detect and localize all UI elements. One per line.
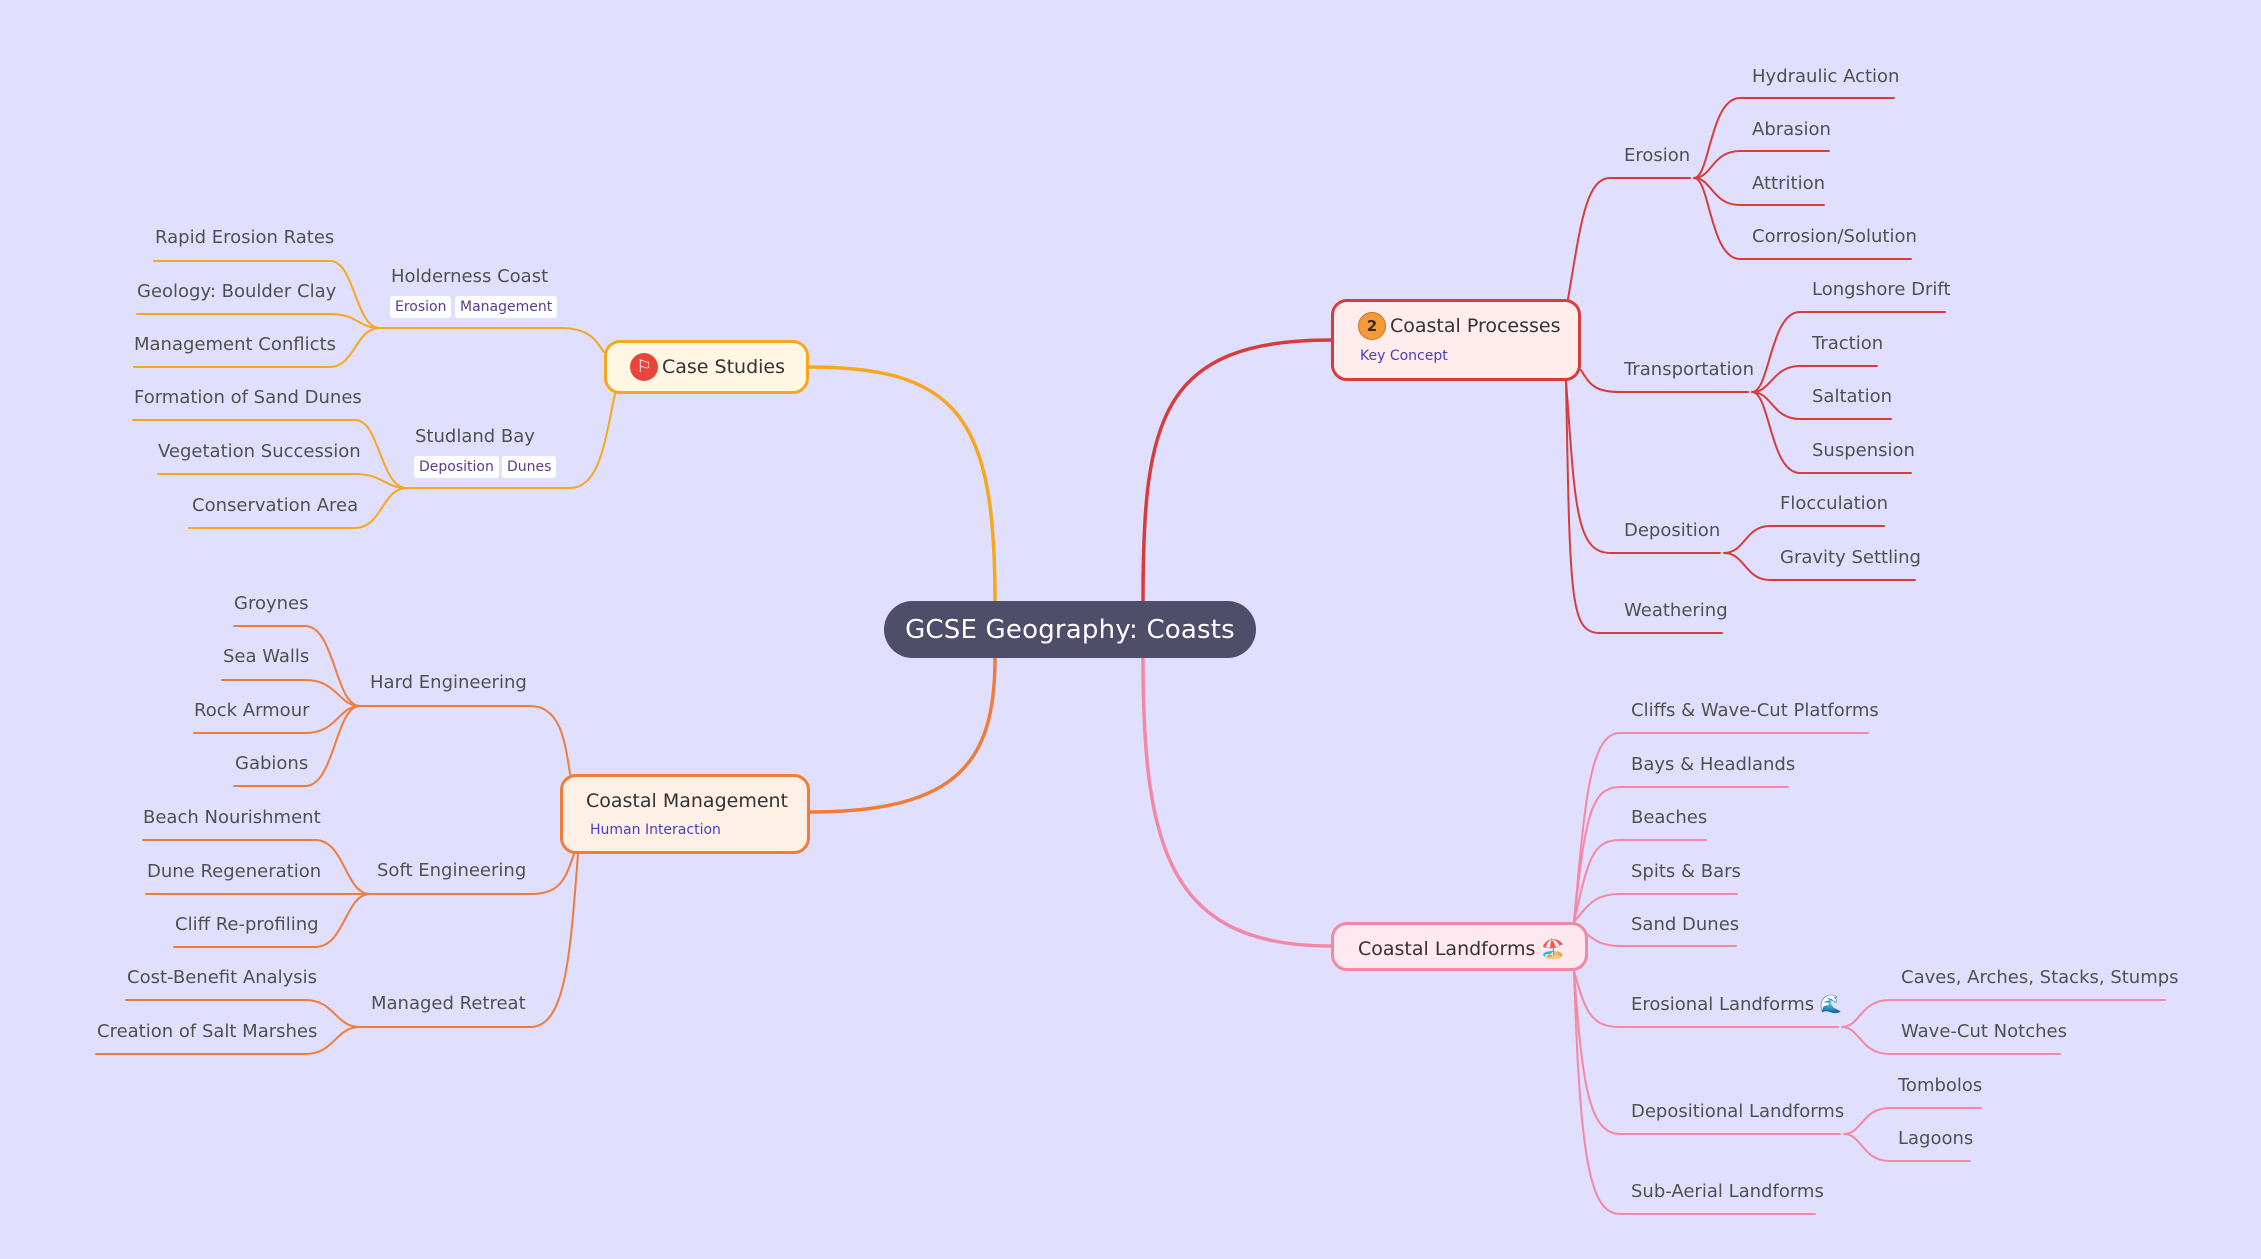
root-title: GCSE Geography: Coasts	[905, 614, 1235, 645]
leaf-sand-dune-formation[interactable]: Formation of Sand Dunes	[134, 387, 362, 408]
subtopic-holderness[interactable]: Holderness Coast	[391, 266, 549, 287]
leaf-beaches[interactable]: Beaches	[1631, 807, 1708, 828]
leaf-sand-dunes[interactable]: Sand Dunes	[1631, 914, 1740, 935]
leaf-corrosion[interactable]: Corrosion/Solution	[1752, 226, 1917, 247]
topic-coastal-processes[interactable]: 2 Coastal Processes Key Concept	[1331, 299, 1581, 381]
subtopic-soft-engineering[interactable]: Soft Engineering	[377, 860, 527, 881]
leaf-dune-regeneration[interactable]: Dune Regeneration	[147, 861, 322, 882]
leaf-cliff-reprofiling[interactable]: Cliff Re-profiling	[175, 914, 319, 935]
leaf-beach-nourishment[interactable]: Beach Nourishment	[143, 807, 321, 828]
leaf-longshore-drift[interactable]: Longshore Drift	[1812, 279, 1951, 300]
leaf-rapid-erosion[interactable]: Rapid Erosion Rates	[155, 227, 335, 248]
leaf-wave-cut-notches[interactable]: Wave-Cut Notches	[1901, 1021, 2067, 1042]
tag-management: Management	[455, 296, 558, 318]
topic-title: Coastal Processes	[1390, 315, 1561, 337]
link-root-landforms	[1141, 656, 1333, 948]
leaf-spits-bars[interactable]: Spits & Bars	[1631, 861, 1741, 882]
tag-erosion: Erosion	[390, 296, 452, 318]
leaf-hydraulic-action[interactable]: Hydraulic Action	[1752, 66, 1900, 87]
subtopic-erosion[interactable]: Erosion	[1624, 145, 1691, 166]
flag-icon: ⚐	[630, 353, 658, 381]
leaf-caves-arches[interactable]: Caves, Arches, Stacks, Stumps	[1901, 967, 2179, 988]
topic-case-studies[interactable]: ⚐ Case Studies	[604, 340, 809, 394]
topic-note: Human Interaction	[590, 822, 721, 838]
leaf-rock-armour[interactable]: Rock Armour	[194, 700, 310, 721]
leaf-traction[interactable]: Traction	[1812, 333, 1884, 354]
topic-title: Case Studies	[662, 356, 786, 378]
leaf-boulder-clay[interactable]: Geology: Boulder Clay	[137, 281, 337, 302]
leaf-groynes[interactable]: Groynes	[234, 593, 309, 614]
leaf-tombolos[interactable]: Tombolos	[1898, 1075, 1983, 1096]
subtopic-deposition[interactable]: Deposition	[1624, 520, 1721, 541]
link-root-processes	[1141, 338, 1333, 603]
leaf-saltation[interactable]: Saltation	[1812, 386, 1893, 407]
priority-2-icon: 2	[1358, 312, 1386, 340]
leaf-vegetation-succession[interactable]: Vegetation Succession	[158, 441, 361, 462]
leaf-management-conflicts[interactable]: Management Conflicts	[134, 334, 336, 355]
topic-coastal-landforms[interactable]: Coastal Landforms 🏖️	[1331, 922, 1588, 971]
leaf-bays-headlands[interactable]: Bays & Headlands	[1631, 754, 1796, 775]
leaf-gravity-settling[interactable]: Gravity Settling	[1780, 547, 1921, 568]
leaf-suspension[interactable]: Suspension	[1812, 440, 1915, 461]
subtopic-depositional-landforms[interactable]: Depositional Landforms	[1631, 1101, 1845, 1122]
leaf-conservation-area[interactable]: Conservation Area	[192, 495, 359, 516]
topic-title: Coastal Management	[586, 790, 789, 812]
leaf-cost-benefit[interactable]: Cost-Benefit Analysis	[127, 967, 318, 988]
subtopic-erosional-landforms[interactable]: Erosional Landforms 🌊	[1631, 994, 1843, 1015]
subtopic-hard-engineering[interactable]: Hard Engineering	[370, 672, 527, 693]
root-topic[interactable]: GCSE Geography: Coasts	[884, 601, 1256, 658]
subtopic-managed-retreat[interactable]: Managed Retreat	[371, 993, 526, 1014]
leaf-flocculation[interactable]: Flocculation	[1780, 493, 1889, 514]
subtopic-studland[interactable]: Studland Bay	[415, 426, 535, 447]
subtopic-weathering[interactable]: Weathering	[1624, 600, 1728, 621]
leaf-salt-marshes[interactable]: Creation of Salt Marshes	[97, 1021, 318, 1042]
topic-note: Key Concept	[1360, 348, 1448, 364]
tag-deposition: Deposition	[414, 456, 499, 478]
leaf-sea-walls[interactable]: Sea Walls	[223, 646, 310, 667]
leaf-cliffs[interactable]: Cliffs & Wave-Cut Platforms	[1631, 700, 1879, 721]
leaf-attrition[interactable]: Attrition	[1752, 173, 1825, 194]
tag-dunes: Dunes	[502, 456, 557, 478]
link-root-cases	[807, 365, 997, 603]
subtopic-transportation[interactable]: Transportation	[1624, 359, 1754, 380]
leaf-lagoons[interactable]: Lagoons	[1898, 1128, 1974, 1149]
subtopic-sub-aerial-landforms[interactable]: Sub-Aerial Landforms	[1631, 1181, 1824, 1202]
leaf-abrasion[interactable]: Abrasion	[1752, 119, 1831, 140]
topic-coastal-management[interactable]: Coastal Management Human Interaction	[560, 774, 810, 854]
leaf-gabions[interactable]: Gabions	[235, 753, 309, 774]
topic-title: Coastal Landforms 🏖️	[1358, 938, 1566, 960]
link-root-mgmt	[808, 656, 997, 814]
